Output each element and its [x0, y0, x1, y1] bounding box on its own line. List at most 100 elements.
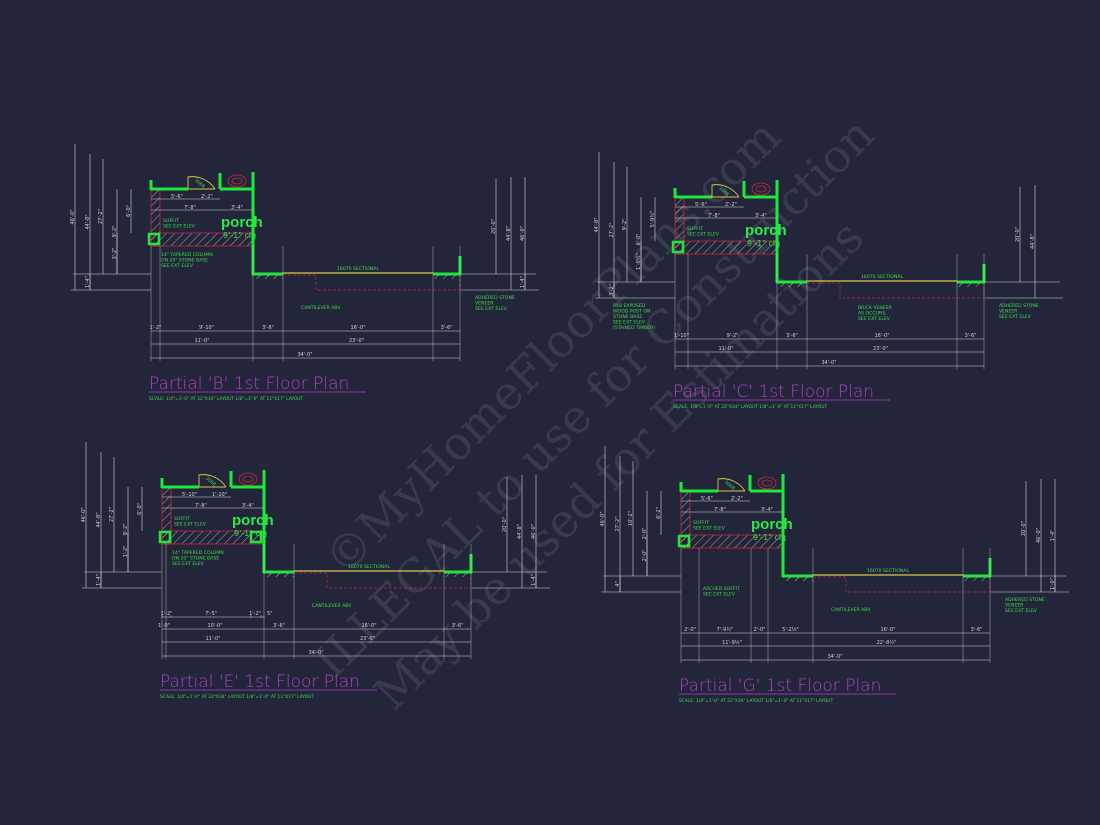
door-swing — [187, 176, 216, 190]
dimension-text: 3'-4" — [231, 205, 243, 211]
dimension-text: 1'-4" — [1050, 530, 1056, 542]
dimension-text: 6'-0" — [137, 503, 143, 515]
dimension-text: 3'-6" — [273, 623, 285, 629]
annotation-note: SOFFIT — [174, 516, 190, 522]
annotation-note: WOOD POST ON — [613, 309, 650, 315]
column-icon — [147, 232, 161, 246]
dimension-text: 46'-0" — [520, 226, 526, 241]
dimension-text: 3'-4" — [242, 503, 254, 509]
dimension-text: 6'-0" — [126, 205, 132, 217]
annotation-note: SEE EXT ELEV — [999, 314, 1032, 320]
dimension-text: 16'-0" — [350, 325, 365, 331]
veneer-hatch — [777, 283, 807, 287]
annotation-note: ON 20" STONE BASE — [172, 556, 219, 562]
dimension-text: 16'-0" — [361, 623, 376, 629]
ceiling-height: 9'-1" clg — [234, 529, 267, 538]
dimension-text: 1'-0" — [158, 623, 170, 629]
room-name: porch — [751, 516, 793, 533]
dimension-text: 46'-0" — [81, 507, 87, 522]
light-fixture-icon — [242, 475, 254, 483]
annotation-note: CANTILEVER ABV — [312, 603, 352, 609]
dimension-text: 34'-0" — [827, 654, 842, 660]
dimension-text: 3'-6" — [262, 325, 274, 331]
veneer-hatch — [783, 577, 813, 581]
light-fixture-icon — [761, 479, 773, 487]
dimension-text: 1'-2" — [249, 611, 261, 617]
room-name: porch — [232, 512, 274, 529]
dimension-text: 7'-5" — [205, 611, 217, 617]
door-swing — [711, 184, 740, 198]
room-name: porch — [745, 222, 787, 239]
dimension-text: 5'-2½" — [782, 626, 799, 633]
dimension-text: 7'-8" — [184, 205, 196, 211]
column-icon — [677, 534, 691, 548]
annotation-note: SEE EXT ELEV — [475, 306, 508, 312]
dimension-text: 3'-6" — [965, 333, 977, 339]
dimension-text: 1'-10" — [674, 333, 689, 339]
dimension-text: 34'-0" — [308, 650, 323, 656]
room-name: porch — [221, 214, 263, 231]
annotation-note: AS OCCURS, — [858, 311, 887, 317]
annotation-note: BRICK VENEER — [858, 305, 893, 311]
scale-note: SCALE: 1/4"=1'-0" AT 22"X34" LAYOUT 1/8"… — [160, 694, 314, 700]
dimension-text: 9'-2" — [112, 226, 118, 238]
dimension-text: 10'-2" — [628, 511, 634, 526]
annotation-note: SOFFIT — [687, 226, 703, 232]
light-fixture-icon — [757, 476, 777, 490]
annotation-note: ADHERED STONE — [1005, 597, 1045, 603]
dimension-text: 16'-0" — [880, 627, 895, 633]
annotation-note: 8X8 EXPOSED — [613, 303, 646, 309]
dimension-text: 2'-2" — [201, 194, 213, 200]
annotation-note: SEE EXT ELEV — [163, 224, 196, 230]
dimension-text: 3'-4" — [761, 507, 773, 513]
dimension-text: 6'-2" — [656, 507, 662, 519]
dimension-text: 20'-0" — [491, 219, 497, 234]
dimension-text: 46'-0" — [600, 511, 606, 526]
dimension-text: 2'-0" — [642, 528, 648, 540]
dimension-text: 27'-2" — [98, 209, 104, 224]
veneer-hatch — [444, 573, 471, 577]
annotation-note: ADHERED STONE — [475, 295, 515, 301]
dimension-text: 7'-8" — [708, 213, 720, 219]
annotation-note: (STAINED TIMBER) — [613, 325, 655, 331]
dimension-text: 22'-8½" — [877, 639, 897, 646]
annotation-note: STONE BASE — [613, 314, 642, 320]
plan-title: Partial 'B' 1st Floor Plan — [149, 374, 349, 394]
column-icon — [671, 240, 685, 254]
dimension-text: 10'-0" — [207, 623, 222, 629]
dimension-text: 11'-0" — [205, 636, 220, 642]
dimension-text: 5'-10" — [182, 492, 197, 498]
light-fixture-icon — [227, 174, 247, 188]
dimension-text: 5'-9½" — [649, 211, 656, 228]
dimension-text: 9'-10" — [199, 325, 214, 331]
dimension-text: 9'-2" — [123, 524, 129, 536]
dimension-text: 34'-0" — [821, 360, 836, 366]
dimension-text: 6'-0" — [636, 234, 642, 246]
dimension-text: 1'-0" — [1050, 578, 1056, 590]
dimension-text: 44'-8" — [594, 217, 600, 232]
dimension-text: 1'-2" — [150, 325, 162, 331]
annotation-note: SEE EXT ELEV — [161, 263, 194, 269]
dimension-text: 2'-2" — [731, 496, 743, 502]
light-fixture-icon — [231, 177, 243, 185]
dimension-text: 20'-0" — [1015, 227, 1021, 242]
dimension-text: 3'-2" — [112, 248, 118, 260]
dimension-text: 1'-10" — [212, 492, 227, 498]
dimension-text: 1'-2" — [123, 546, 129, 558]
annotation-note: VENEER — [999, 309, 1018, 315]
annotation-note: SEE EXT ELEV — [687, 232, 720, 238]
dimension-text: 7'-8" — [195, 503, 207, 509]
dimension-text: 5'-6" — [171, 194, 183, 200]
dimension-text: 5" — [267, 611, 272, 617]
dimension-text: 11'-9½" — [722, 639, 742, 646]
veneer-hatch — [253, 275, 283, 279]
dimension-text: 1'-4" — [96, 574, 102, 586]
annotation-note: SOFFIT — [693, 520, 709, 526]
annotation-note: SEE EXT ELEV — [174, 522, 207, 528]
annotation-note: SEE EXT ELEV — [1005, 608, 1038, 614]
dimension-text: 2'-0" — [642, 550, 648, 562]
